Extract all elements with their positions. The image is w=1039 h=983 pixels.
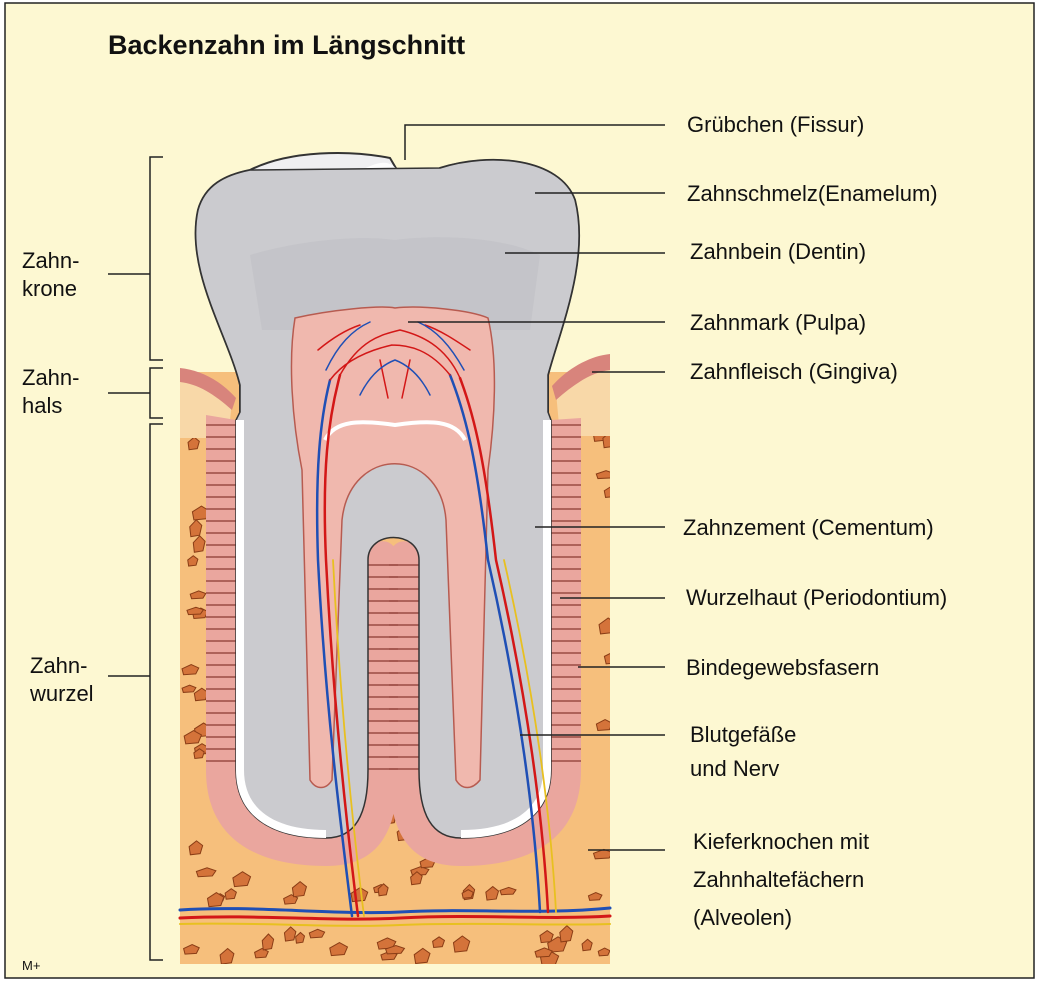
label-bone: Kieferknochen mit Zahnhaltefächern (Alve…: [693, 823, 869, 936]
label-crown-line2: krone: [22, 275, 79, 303]
label-neck-line2: hals: [22, 392, 79, 420]
label-pulp: Zahnmark (Pulpa): [690, 309, 866, 337]
label-periodontium: Wurzelhaut (Periodontium): [686, 584, 947, 612]
label-cementum: Zahnzement (Cementum): [683, 514, 934, 542]
label-bone-line2: Zahnhaltefächern: [693, 861, 869, 899]
corner-mark: M+: [22, 958, 40, 973]
label-vessels-line1: Blutgefäße: [690, 718, 796, 752]
label-vessels: Blutgefäße und Nerv: [690, 718, 796, 786]
label-fissure: Grübchen (Fissur): [687, 111, 864, 139]
label-bone-line1: Kieferknochen mit: [693, 823, 869, 861]
label-root-line2: wurzel: [30, 680, 94, 708]
label-neck: Zahn- hals: [22, 364, 79, 419]
label-crown: Zahn- krone: [22, 247, 79, 302]
label-dentin: Zahnbein (Dentin): [690, 238, 866, 266]
label-bone-line3: (Alveolen): [693, 899, 869, 937]
label-enamel: Zahnschmelz(Enamelum): [687, 180, 938, 208]
label-fibers: Bindegewebsfasern: [686, 654, 879, 682]
diagram-title: Backenzahn im Längschnitt: [108, 30, 465, 61]
label-root: Zahn- wurzel: [30, 652, 94, 707]
label-gingiva: Zahnfleisch (Gingiva): [690, 358, 898, 386]
label-vessels-line2: und Nerv: [690, 752, 796, 786]
label-neck-line1: Zahn-: [22, 364, 79, 392]
label-root-line1: Zahn-: [30, 652, 94, 680]
label-crown-line1: Zahn-: [22, 247, 79, 275]
